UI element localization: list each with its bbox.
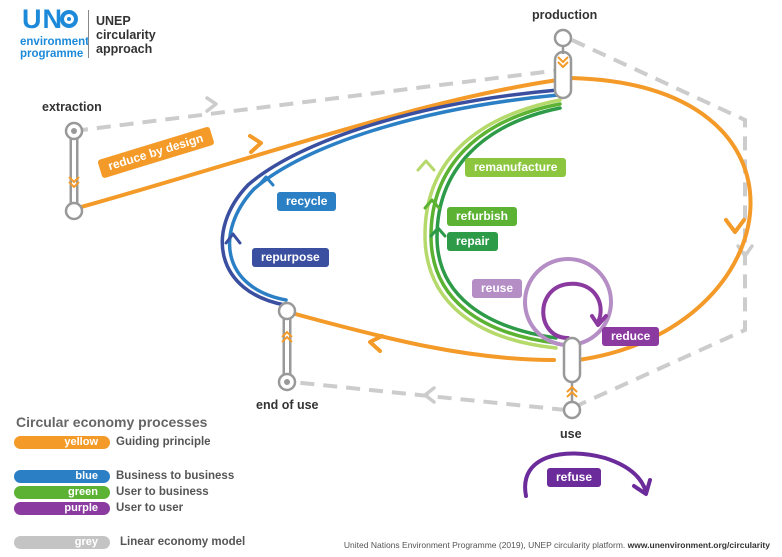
- legend-label-user-to-business: User to business: [116, 486, 209, 498]
- header-line-circularity: circularity: [96, 28, 156, 42]
- legend-pill-blue: blue: [14, 470, 110, 483]
- un-logo-text: UN: [22, 4, 63, 34]
- use-node: [562, 336, 582, 420]
- end-of-use-node: [277, 301, 297, 392]
- extraction-node: [64, 121, 84, 221]
- legend-title: Circular economy processes: [16, 414, 208, 430]
- reduce-loop: [541, 281, 608, 340]
- blue-loop: [220, 88, 560, 307]
- legend-label-business-to-business: Business to business: [116, 470, 235, 482]
- badge-repair: repair: [447, 232, 499, 251]
- header-line-unep: UNEP: [96, 14, 131, 28]
- badge-reduce: reduce: [602, 327, 660, 346]
- badge-repurpose: repurpose: [252, 248, 329, 267]
- legend-label-user-to-user: User to user: [116, 502, 184, 514]
- green-arrows: [416, 159, 447, 238]
- legend-pill-grey: grey: [14, 536, 110, 549]
- header-line-approach: approach: [96, 42, 153, 56]
- production-node: [553, 28, 573, 100]
- legend-label-linear-economy: Linear economy model: [120, 536, 246, 548]
- node-label-end-of-use: end of use: [256, 398, 319, 412]
- badge-remanufacture: remanufacture: [465, 158, 567, 177]
- source-url: www.unenvironment.org/circularity: [627, 540, 770, 550]
- legend-pill-yellow: yellow: [14, 436, 110, 449]
- orange-arrows: [248, 134, 746, 353]
- blue-arrows: [224, 175, 275, 245]
- node-label-production: production: [532, 8, 598, 22]
- source-text: United Nations Environment Programme (20…: [343, 540, 628, 550]
- source-footer: United Nations Environment Programme (20…: [344, 540, 770, 550]
- badge-reuse: reuse: [472, 279, 523, 298]
- node-label-use: use: [560, 427, 582, 441]
- node-label-extraction: extraction: [42, 100, 102, 114]
- logo-divider: [88, 10, 89, 58]
- badge-recycle: recycle: [277, 192, 337, 211]
- legend-label-guiding-principle: Guiding principle: [116, 436, 211, 448]
- logo-line-environment: environment: [20, 36, 90, 48]
- badge-refurbish: refurbish: [447, 207, 518, 226]
- legend-pill-green: green: [14, 486, 110, 499]
- refuse-arc: [523, 451, 652, 498]
- legend-pill-purple: purple: [14, 502, 110, 515]
- un-emblem-icon: [60, 10, 78, 28]
- badge-refuse: refuse: [547, 468, 602, 487]
- logo-line-programme: programme: [20, 48, 84, 60]
- linear-economy-path: [73, 38, 747, 412]
